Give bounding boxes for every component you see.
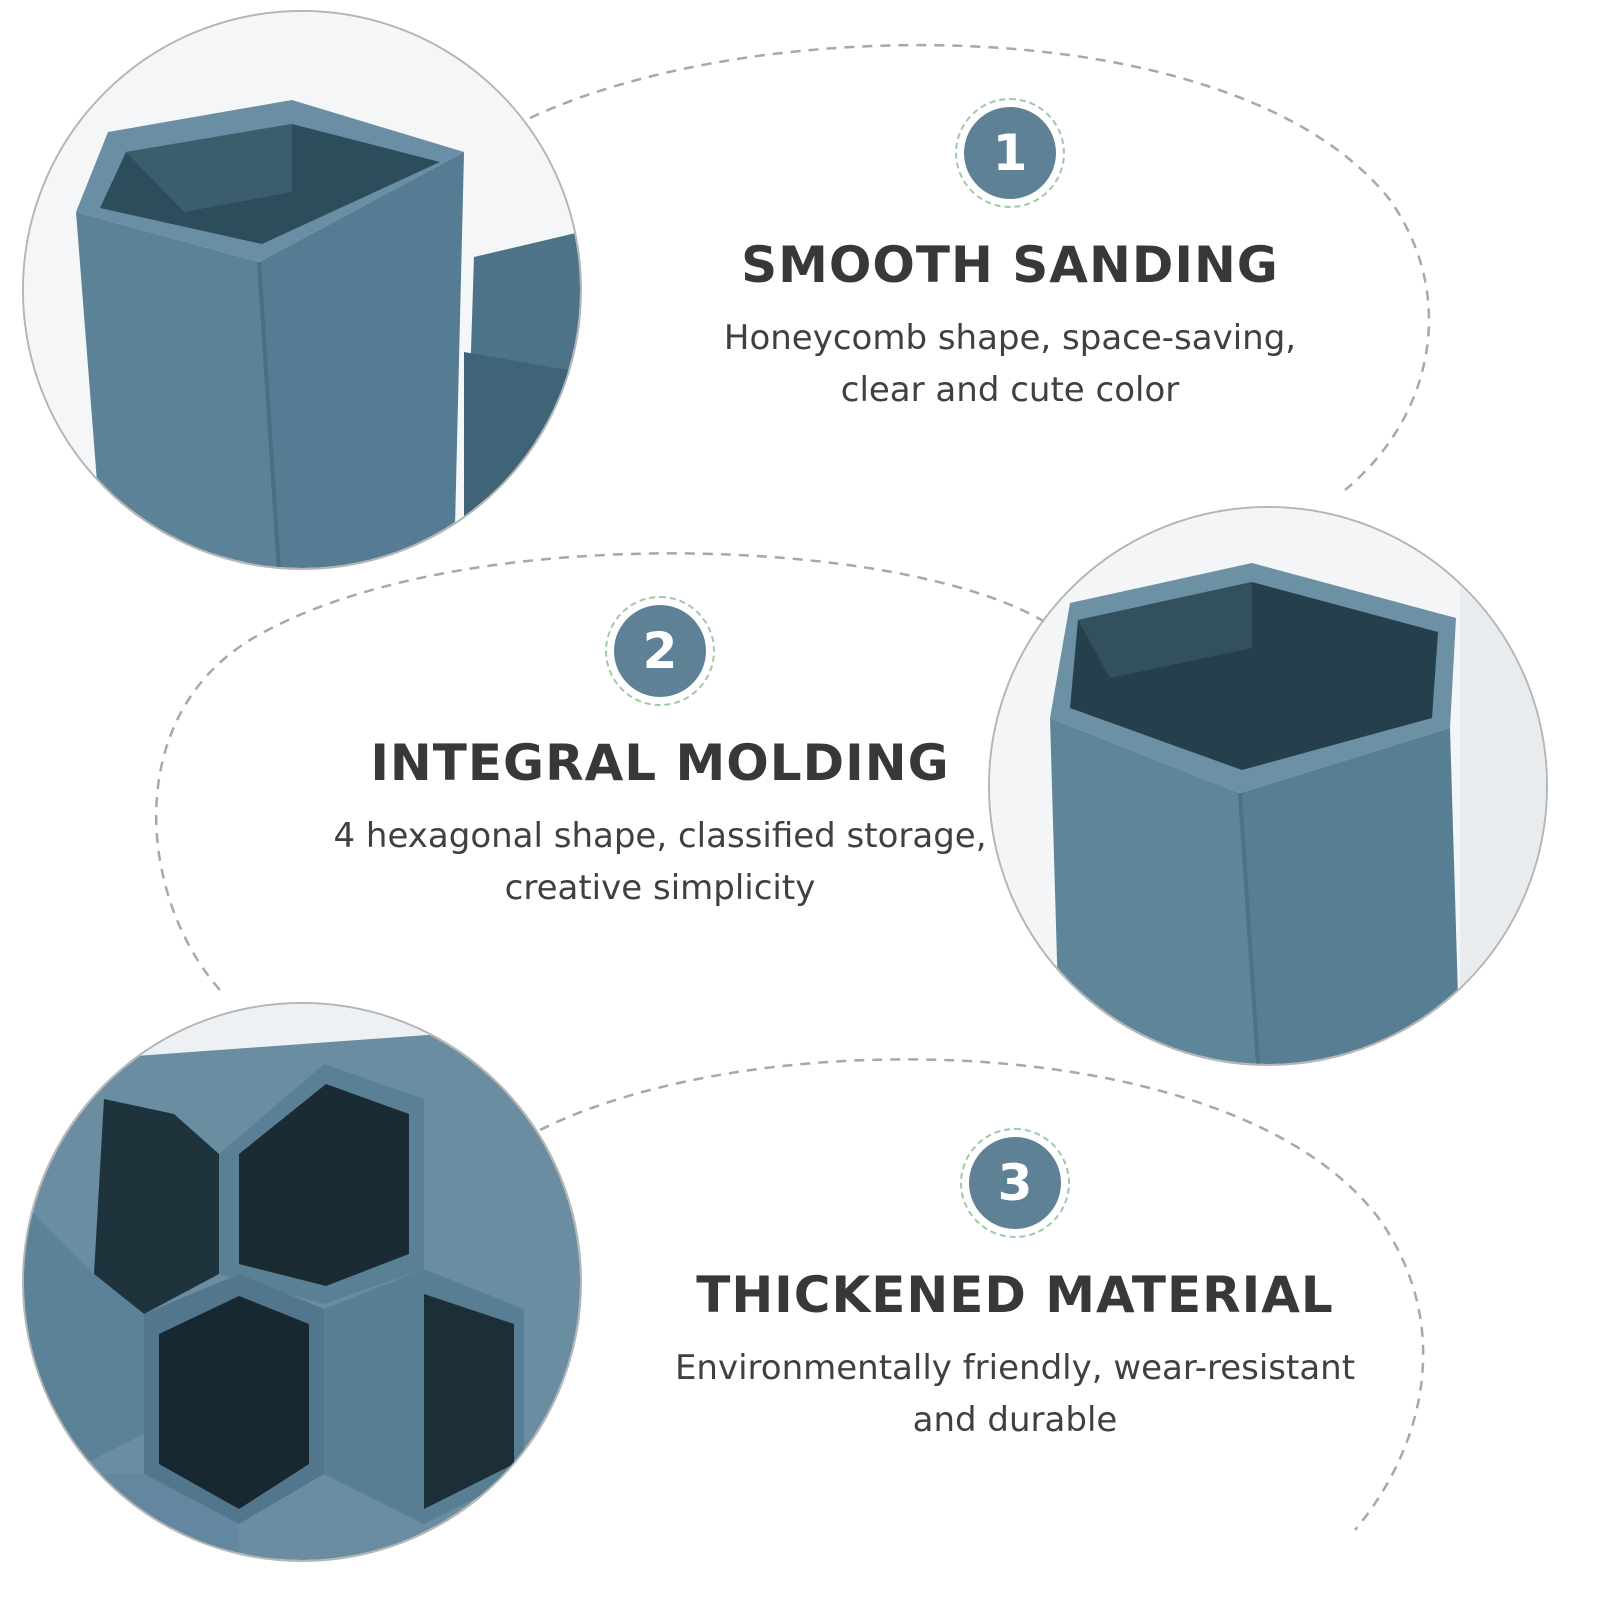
feature-description: Honeycomb shape, space-saving, clear and… bbox=[640, 312, 1380, 416]
cup-side-illustration bbox=[990, 508, 1546, 1064]
number-badge-3: 3 bbox=[960, 1128, 1070, 1238]
dashed-arc-1 bbox=[529, 43, 1431, 491]
dashed-arc-2 bbox=[155, 552, 1046, 991]
description-line: Honeycomb shape, space-saving, bbox=[723, 318, 1297, 358]
feature-smooth-sanding: 1 SMOOTH SANDING Honeycomb shape, space-… bbox=[640, 98, 1380, 416]
description-line: creative simplicity bbox=[504, 868, 816, 908]
product-photo-honeycomb bbox=[24, 1004, 580, 1560]
badge-number: 1 bbox=[964, 107, 1056, 199]
cup-top-illustration bbox=[24, 12, 580, 568]
photo-outline-1 bbox=[22, 10, 582, 570]
product-photo-cup-top bbox=[24, 12, 580, 568]
feature-title: SMOOTH SANDING bbox=[741, 236, 1279, 294]
feature-description: 4 hexagonal shape, classified storage, c… bbox=[300, 810, 1020, 914]
product-photo-cup-side bbox=[990, 508, 1546, 1064]
feature-title: THICKENED MATERIAL bbox=[696, 1266, 1334, 1324]
feature-description: Environmentally friendly, wear-resistant… bbox=[620, 1342, 1410, 1446]
feature-integral-molding: 2 INTEGRAL MOLDING 4 hexagonal shape, cl… bbox=[300, 596, 1020, 914]
badge-number: 3 bbox=[969, 1137, 1061, 1229]
description-line: clear and cute color bbox=[840, 370, 1180, 410]
description-line: and durable bbox=[912, 1400, 1118, 1440]
photo-outline-3 bbox=[22, 1002, 582, 1562]
description-line: Environmentally friendly, wear-resistant bbox=[674, 1348, 1356, 1388]
dashed-arc-3 bbox=[539, 1058, 1425, 1531]
number-badge-2: 2 bbox=[605, 596, 715, 706]
description-line: 4 hexagonal shape, classified storage, bbox=[333, 816, 987, 856]
honeycomb-illustration bbox=[24, 1004, 580, 1560]
badge-number: 2 bbox=[614, 605, 706, 697]
feature-title: INTEGRAL MOLDING bbox=[370, 734, 950, 792]
number-badge-1: 1 bbox=[955, 98, 1065, 208]
photo-outline-2 bbox=[988, 506, 1548, 1066]
feature-thickened-material: 3 THICKENED MATERIAL Environmentally fri… bbox=[620, 1128, 1410, 1446]
